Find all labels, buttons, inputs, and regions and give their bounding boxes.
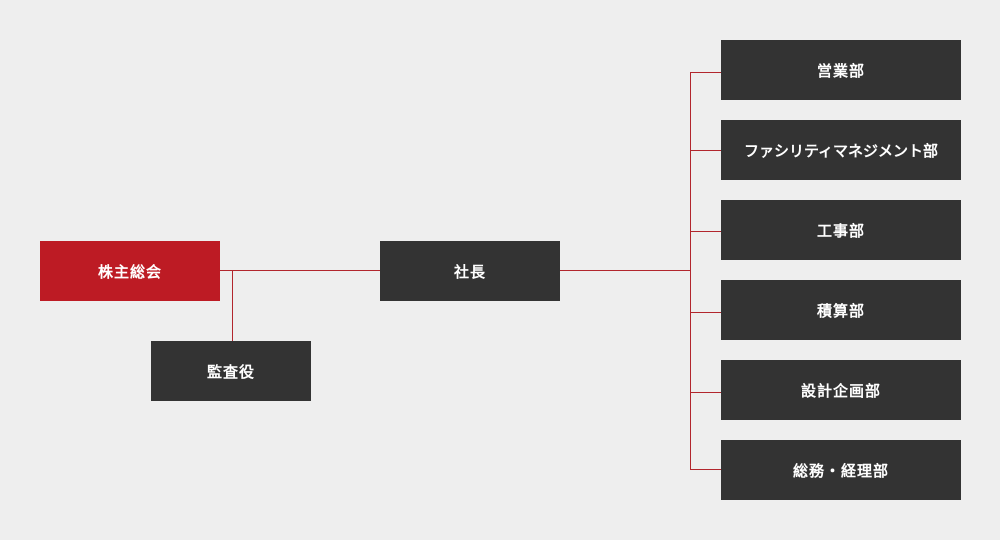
connector-department-6 (690, 469, 721, 470)
department-box-general-affairs-accounting: 総務・経理部 (721, 440, 961, 500)
department-label: 設計企画部 (800, 381, 881, 400)
department-label: 積算部 (816, 301, 865, 320)
connector-department-spine (690, 72, 691, 470)
president-label: 社長 (453, 262, 486, 281)
department-box-sales: 営業部 (721, 40, 961, 100)
connector-shareholders-president (220, 270, 380, 271)
connector-department-3 (690, 231, 721, 232)
auditor-box: 監査役 (151, 341, 311, 401)
shareholders-meeting-label: 株主総会 (97, 262, 162, 281)
connector-department-1 (690, 72, 721, 73)
connector-department-2 (690, 150, 721, 151)
department-box-construction: 工事部 (721, 200, 961, 260)
shareholders-meeting-box: 株主総会 (40, 241, 220, 301)
department-label: ファシリティマネジメント部 (743, 141, 939, 160)
department-box-design-planning: 設計企画部 (721, 360, 961, 420)
department-label: 営業部 (816, 61, 865, 80)
connector-auditor-vertical (232, 270, 233, 341)
department-box-estimating: 積算部 (721, 280, 961, 340)
connector-department-5 (690, 392, 721, 393)
president-box: 社長 (380, 241, 560, 301)
auditor-label: 監査役 (206, 362, 255, 381)
department-label: 総務・経理部 (792, 461, 889, 480)
connector-department-4 (690, 312, 721, 313)
department-label: 工事部 (816, 221, 865, 240)
connector-president-trunk (560, 270, 690, 271)
department-box-facility-management: ファシリティマネジメント部 (721, 120, 961, 180)
